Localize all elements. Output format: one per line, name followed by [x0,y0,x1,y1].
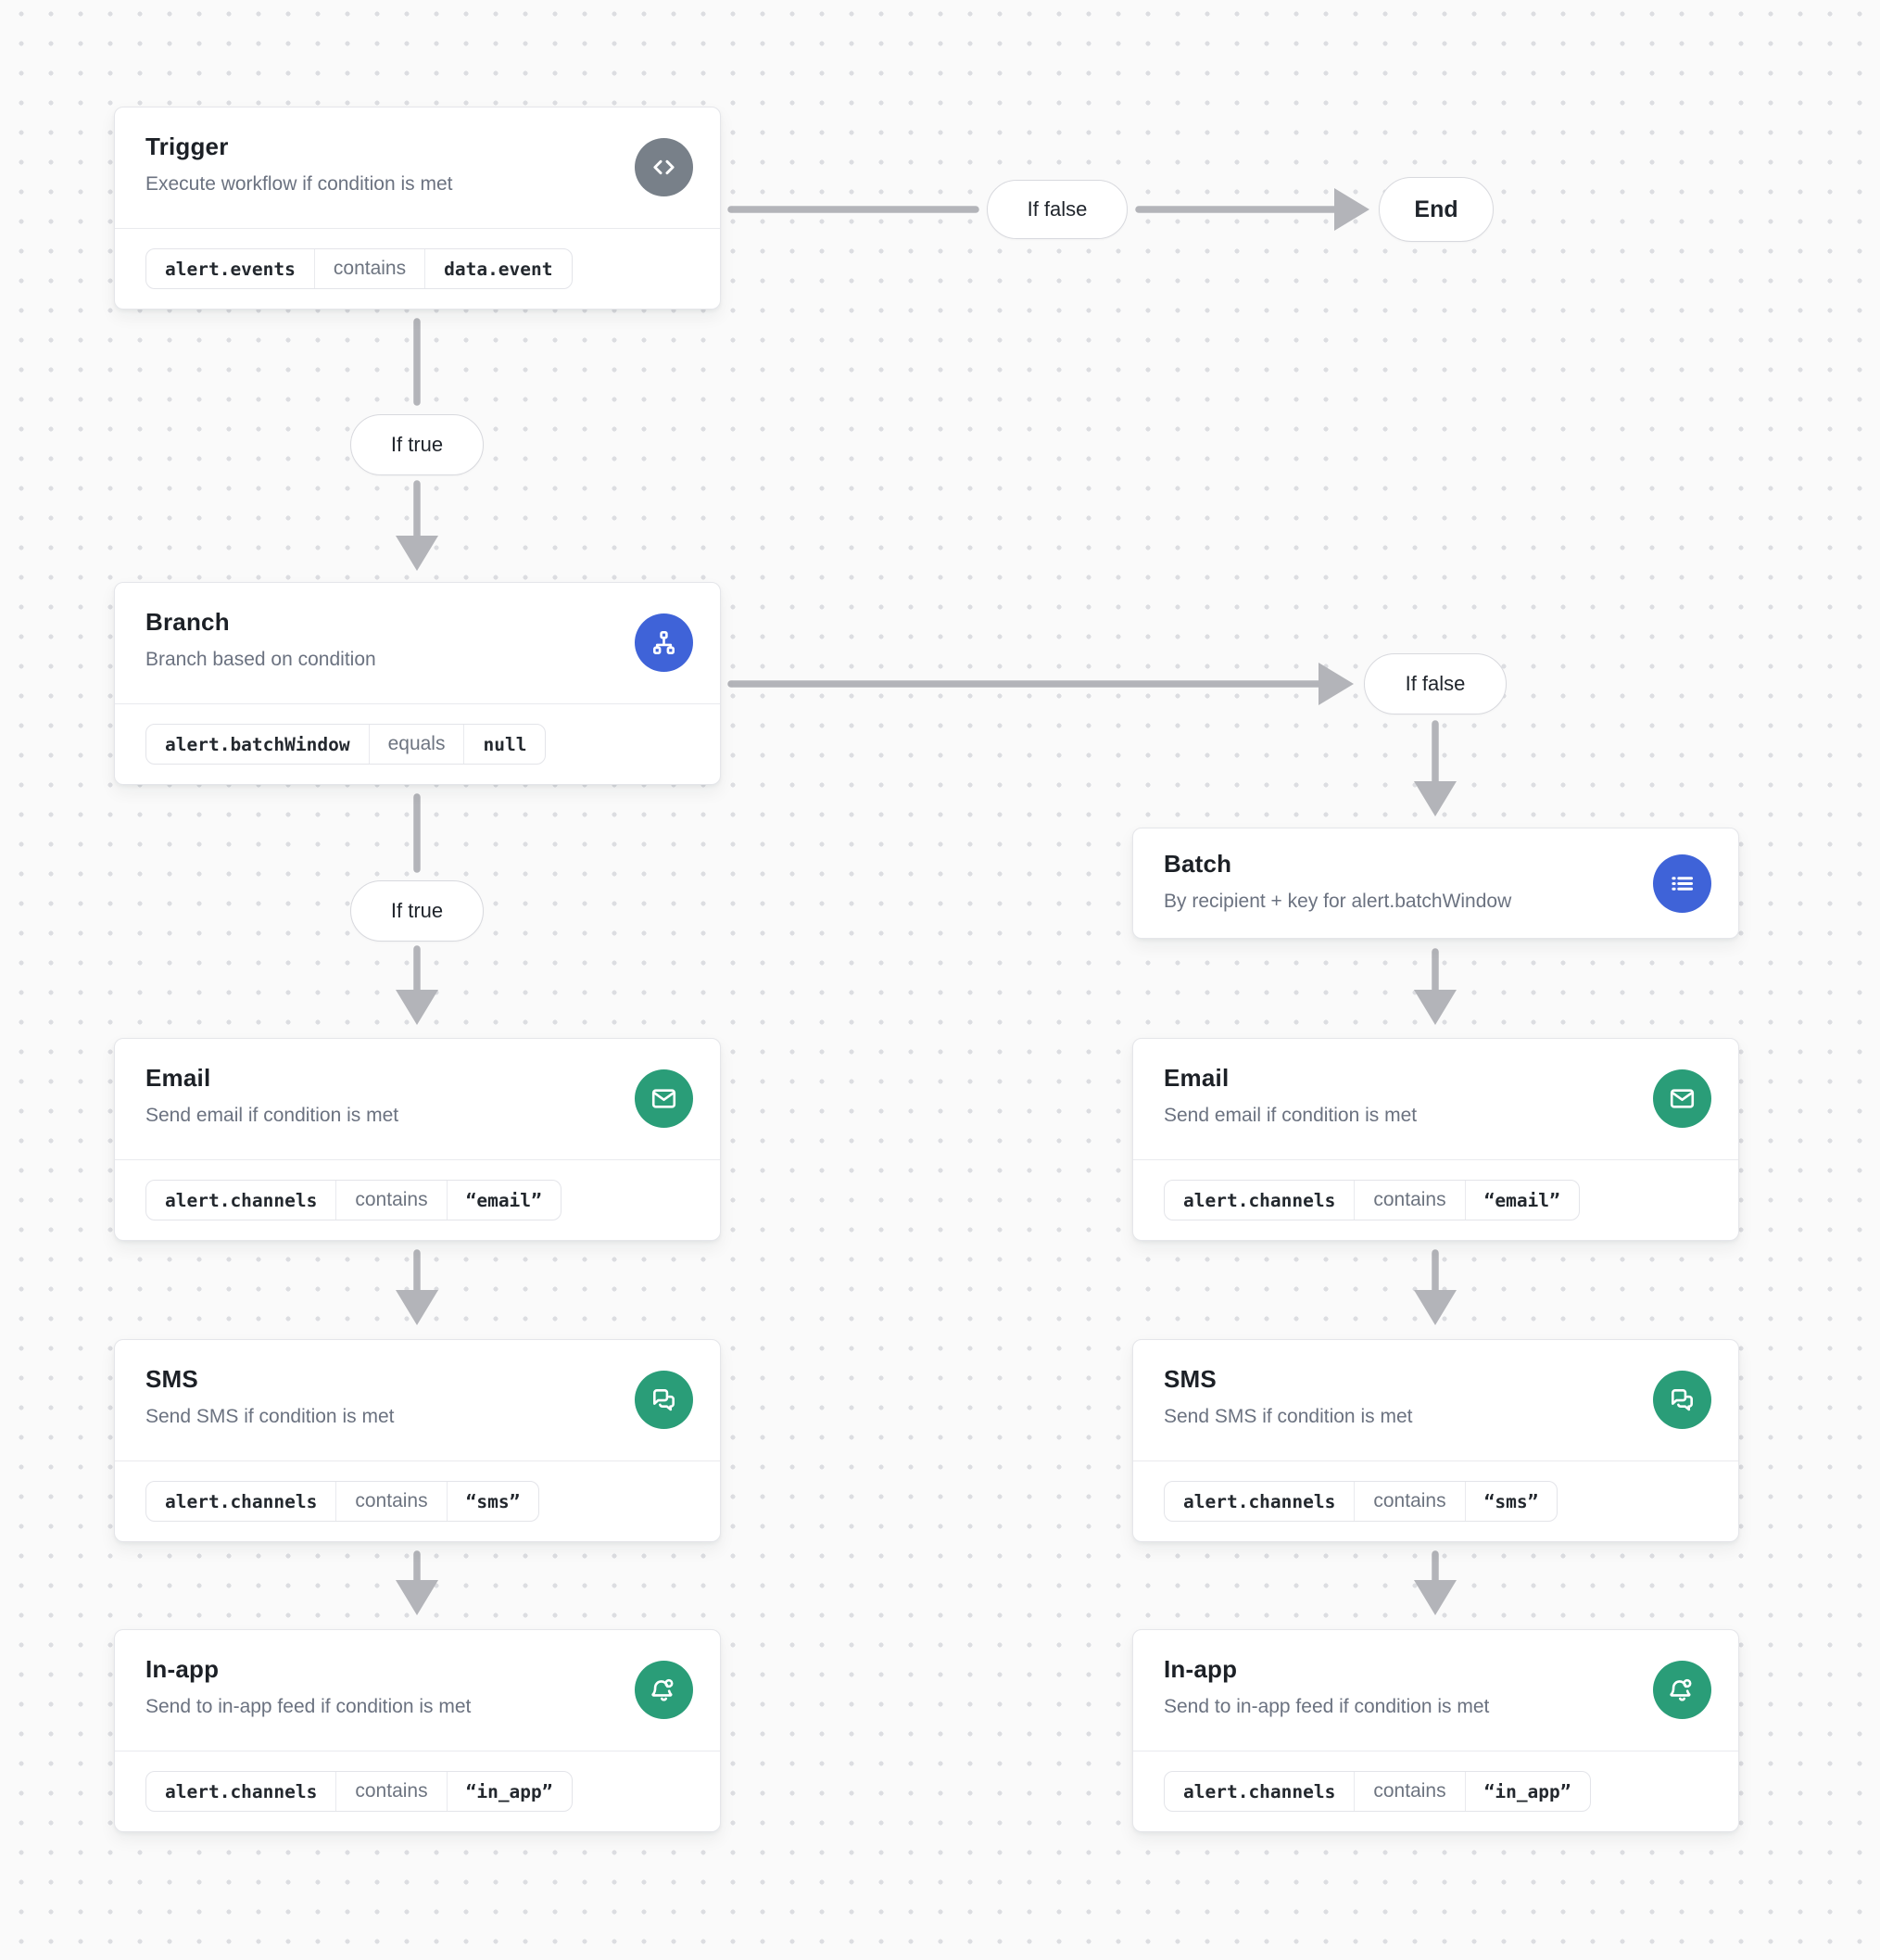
node-subtitle: Send email if condition is met [1164,1105,1418,1126]
edge-if-false-batch[interactable] [1414,720,1457,816]
condition-value: “email” [1464,1181,1579,1220]
condition-value: “sms” [446,1482,539,1521]
node-email-right[interactable]: Email Send email if condition is met ale… [1132,1038,1739,1241]
condition-field: alert.channels [1183,1189,1336,1211]
edge-label-if-true-2[interactable]: If true [350,880,484,942]
condition-value: “in_app” [446,1772,572,1811]
node-title: In-app [145,1655,220,1683]
condition-operator: contains [1354,1772,1464,1811]
node-title: Branch [145,608,230,636]
condition-operator: contains [335,1482,446,1521]
condition-field: alert.events [165,258,296,280]
edge-label-if-true-1[interactable]: If true [350,414,484,475]
condition-pill: alert.channels contains “in_app” [1164,1771,1591,1812]
condition-value: null [463,725,545,764]
chat-icon [635,1371,693,1429]
condition-operator: contains [335,1772,446,1811]
condition-pill: alert.channels contains “email” [145,1180,561,1220]
condition-pill: alert.channels contains “sms” [145,1481,540,1522]
edge-branch-if-false[interactable] [727,663,1354,705]
condition-value: “sms” [1464,1482,1558,1521]
edge-label-if-false-2[interactable]: If false [1364,653,1507,714]
node-subtitle: Send email if condition is met [145,1105,399,1126]
condition-pill: alert.channels contains “email” [1164,1180,1580,1220]
bell-icon [1653,1661,1711,1719]
edge-label-if-false-top[interactable]: If false [987,180,1128,239]
condition-field: alert.channels [1183,1490,1336,1512]
node-batch[interactable]: Batch By recipient + key for alert.batch… [1132,828,1739,939]
condition-field: alert.channels [165,1780,318,1802]
edge-email-sms-right[interactable] [1414,1249,1457,1325]
edge-email-sms-left[interactable] [396,1249,438,1325]
edge-trigger-if-true[interactable] [396,318,438,571]
node-subtitle: Send SMS if condition is met [1164,1406,1413,1427]
edge-batch-email[interactable] [1414,948,1457,1025]
node-subtitle: By recipient + key for alert.batchWindow [1164,891,1512,912]
node-title: SMS [145,1365,198,1393]
condition-operator: contains [1354,1482,1464,1521]
condition-field: alert.channels [165,1189,318,1211]
chat-icon [1653,1371,1711,1429]
node-end[interactable]: End [1379,177,1494,242]
node-title: Email [145,1064,211,1092]
condition-value: data.event [424,249,571,288]
condition-operator: contains [1354,1181,1464,1220]
condition-operator: equals [368,725,464,764]
edge-sms-inapp-right[interactable] [1414,1550,1457,1615]
node-sms-left[interactable]: SMS Send SMS if condition is met alert.c… [114,1339,721,1542]
node-branch[interactable]: Branch Branch based on condition alert.b… [114,582,721,785]
code-icon [635,138,693,196]
condition-value: “email” [446,1181,561,1220]
condition-operator: contains [335,1181,446,1220]
node-inapp-left[interactable]: In-app Send to in-app feed if condition … [114,1629,721,1832]
node-email-left[interactable]: Email Send email if condition is met ale… [114,1038,721,1241]
condition-pill: alert.channels contains “in_app” [145,1771,573,1812]
node-title: Batch [1164,850,1232,878]
condition-value: “in_app” [1464,1772,1590,1811]
edge-trigger-if-false-end[interactable] [727,188,1369,231]
condition-field: alert.batchWindow [165,733,350,755]
mail-icon [635,1069,693,1128]
node-title: Trigger [145,133,229,160]
edge-sms-inapp-left[interactable] [396,1550,438,1615]
node-title: In-app [1164,1655,1238,1683]
condition-pill: alert.events contains data.event [145,248,573,289]
mail-icon [1653,1069,1711,1128]
node-subtitle: Send to in-app feed if condition is met [1164,1696,1490,1717]
node-subtitle: Send SMS if condition is met [145,1406,395,1427]
condition-field: alert.channels [165,1490,318,1512]
node-inapp-right[interactable]: In-app Send to in-app feed if condition … [1132,1629,1739,1832]
node-title: Email [1164,1064,1230,1092]
hierarchy-icon [635,613,693,672]
node-sms-right[interactable]: SMS Send SMS if condition is met alert.c… [1132,1339,1739,1542]
node-subtitle: Send to in-app feed if condition is met [145,1696,472,1717]
bell-icon [635,1661,693,1719]
node-title: SMS [1164,1365,1217,1393]
condition-pill: alert.channels contains “sms” [1164,1481,1558,1522]
edge-branch-if-true-email[interactable] [396,793,438,1025]
node-subtitle: Execute workflow if condition is met [145,173,453,195]
node-trigger[interactable]: Trigger Execute workflow if condition is… [114,107,721,310]
condition-pill: alert.batchWindow equals null [145,724,547,765]
node-subtitle: Branch based on condition [145,649,376,670]
condition-field: alert.channels [1183,1780,1336,1802]
condition-operator: contains [313,249,424,288]
list-icon [1653,854,1711,913]
